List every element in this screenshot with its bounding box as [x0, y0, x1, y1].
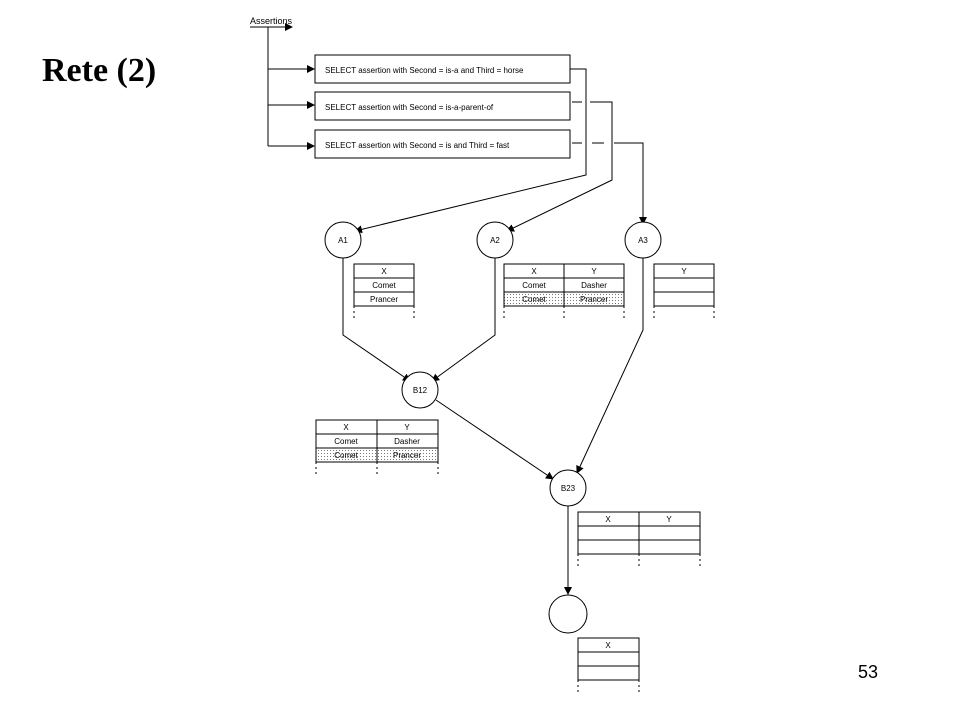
select-box-3-text: SELECT assertion with Second = is and Th… [325, 141, 510, 150]
edge-select3-a3 [572, 142, 643, 224]
table-terminal: X [577, 637, 640, 694]
assertions-label: Assertions [250, 16, 293, 26]
node-b23-label: B23 [561, 484, 576, 493]
table-a1: X Comet Prancer [353, 263, 415, 318]
select-box-1-text: SELECT assertion with Second = is-a and … [325, 66, 524, 75]
select-box-2: SELECT assertion with Second = is-a-pare… [314, 91, 571, 121]
table-a2-cell: Prancer [580, 295, 608, 304]
table-a2: X Y Comet Dasher Comet Prancer [503, 263, 625, 318]
select-box-3: SELECT assertion with Second = is and Th… [314, 129, 571, 159]
table-b12-cell: Comet [334, 451, 358, 460]
table-b23-header-y: Y [666, 515, 672, 524]
table-b12-cell: Prancer [393, 451, 421, 460]
table-b12-header-x: X [343, 423, 349, 432]
node-b12: B12 [401, 371, 439, 409]
node-b12-label: B12 [413, 386, 428, 395]
table-a1-cell: Comet [372, 281, 396, 290]
table-a2-header-x: X [531, 267, 537, 276]
table-b23-header-x: X [605, 515, 611, 524]
edge-select1-a1 [354, 68, 587, 234]
table-a2-cell: Comet [522, 281, 546, 290]
edge-a1-b12 [342, 258, 411, 382]
table-b12-cell: Comet [334, 437, 358, 446]
table-a2-cell: Dasher [581, 281, 607, 290]
node-a2: A2 [476, 221, 514, 259]
slide-title: Rete (2) [42, 52, 157, 89]
edge-a3-b23 [576, 258, 644, 474]
edge-a2-b12 [431, 258, 496, 382]
table-b12: X Y Comet Dasher Comet Prancer [315, 419, 439, 476]
table-a2-cell: Comet [522, 295, 546, 304]
table-a2-header-y: Y [591, 267, 597, 276]
table-a3-header-y: Y [681, 267, 687, 276]
node-terminal [548, 594, 588, 634]
table-b23: X Y [577, 511, 701, 568]
edge-b12-b23 [435, 399, 554, 480]
node-a1-label: A1 [338, 236, 348, 245]
select-box-1: SELECT assertion with Second = is-a and … [314, 54, 571, 84]
node-b23: B23 [549, 469, 587, 507]
edge-select2-a2 [507, 101, 613, 231]
page-number: 53 [858, 662, 879, 682]
select-box-2-text: SELECT assertion with Second = is-a-pare… [325, 103, 494, 112]
table-a1-cell: Prancer [370, 295, 398, 304]
table-a3: Y [653, 263, 715, 318]
node-a3: A3 [624, 221, 662, 259]
node-a2-label: A2 [490, 236, 500, 245]
node-a1: A1 [324, 221, 362, 259]
table-a1-header-x: X [381, 267, 387, 276]
table-b12-header-y: Y [404, 423, 410, 432]
table-b12-cell: Dasher [394, 437, 420, 446]
table-terminal-header-x: X [605, 641, 611, 650]
node-a3-label: A3 [638, 236, 648, 245]
